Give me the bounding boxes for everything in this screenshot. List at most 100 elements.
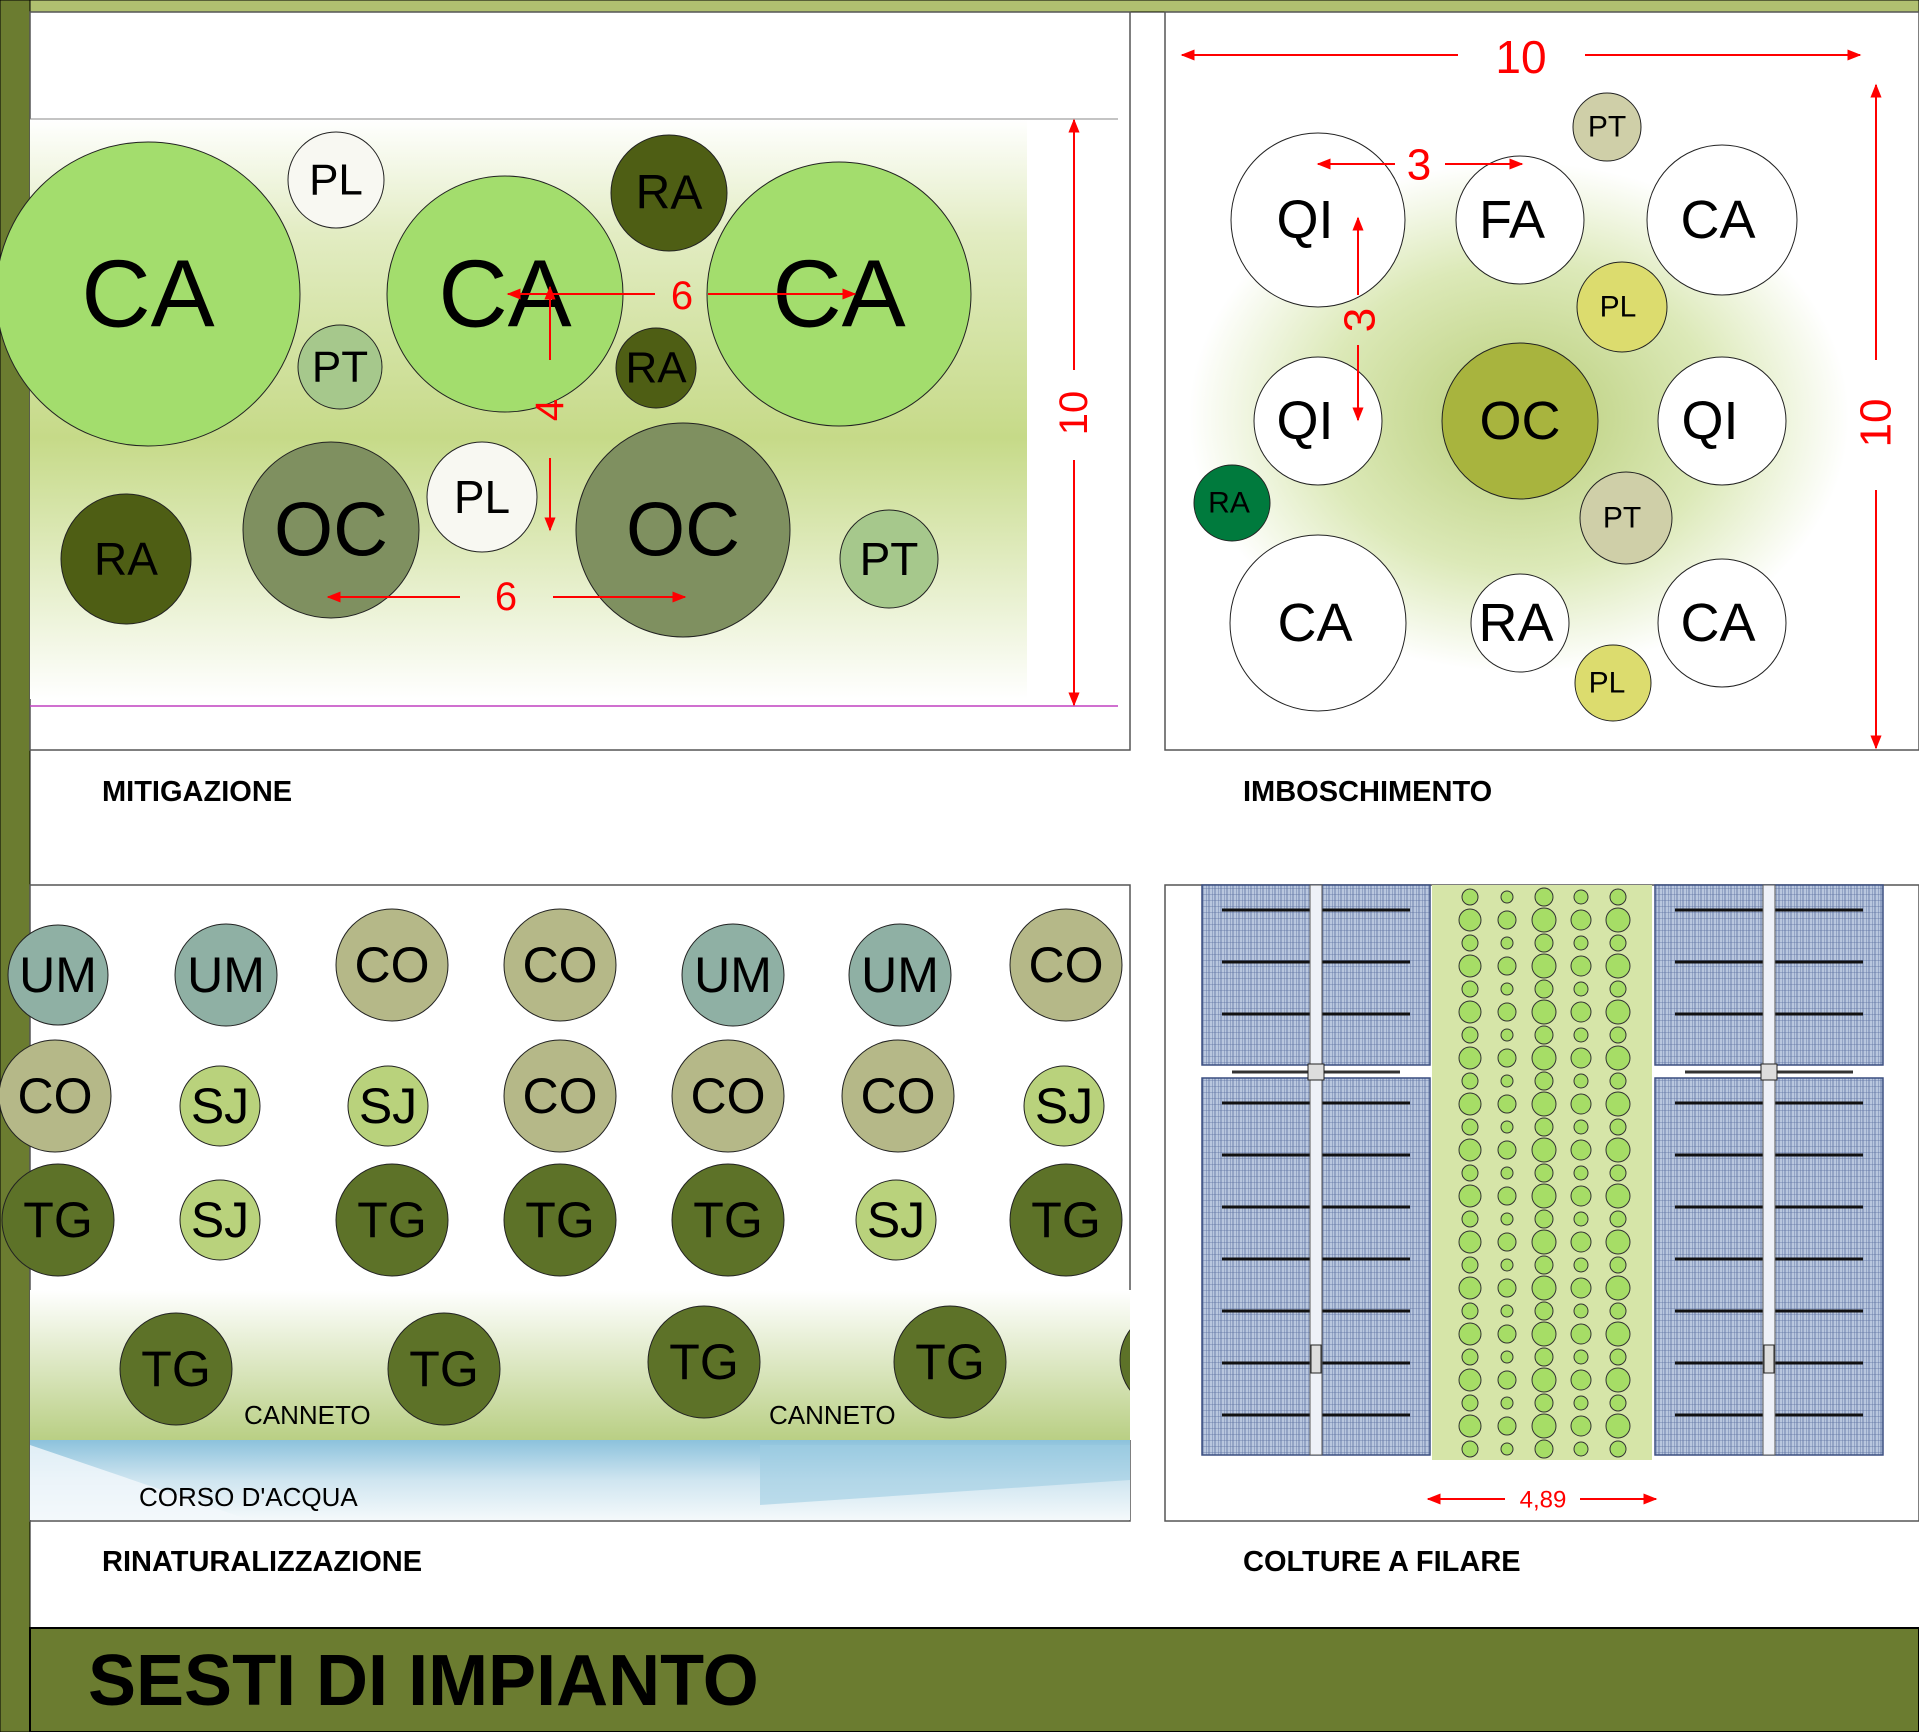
plant-circle: TG (503, 1163, 617, 1277)
tracker-axis (1762, 884, 1776, 1456)
dimension-text: 4,89 (1520, 1487, 1567, 1514)
crop-plant (1609, 1072, 1627, 1090)
dimension-text: 4 (528, 399, 572, 421)
crop-plant (1461, 1440, 1479, 1458)
crop-plant (1605, 1413, 1631, 1439)
crop-plant (1609, 888, 1627, 906)
crop-plant (1570, 1047, 1592, 1069)
plant-code: CO (691, 1068, 766, 1124)
crop-plant (1531, 1413, 1557, 1439)
panel-imboschimento: PT QI FA CA PL QI OC QI RA PT CA RA CA P… (1164, 11, 1919, 751)
crop-plant (1605, 1229, 1631, 1255)
crop-plant (1497, 1370, 1517, 1390)
crop-plant (1605, 1045, 1631, 1071)
crop-plant (1534, 1209, 1554, 1229)
plant-circle: SJ (1023, 1065, 1105, 1147)
plant-code: RA (625, 344, 687, 393)
crop-plant (1500, 1396, 1514, 1410)
crop-plant (1605, 1321, 1631, 1347)
crop-plant (1609, 1348, 1627, 1366)
crop-plant (1500, 1350, 1514, 1364)
plant-code: PL (1589, 667, 1626, 700)
crop-plant (1609, 1440, 1627, 1458)
crop-plant (1605, 1183, 1631, 1209)
crop-plant (1573, 1073, 1589, 1089)
plant-code: TG (23, 1192, 92, 1248)
crop-plant (1570, 1277, 1592, 1299)
plant-code: UM (694, 947, 772, 1003)
crop-plant (1534, 1117, 1554, 1137)
crop-plant (1573, 1349, 1589, 1365)
crop-plant (1609, 1164, 1627, 1182)
plant-circle: CA (1646, 144, 1798, 296)
crop-plant (1531, 1183, 1557, 1209)
crop-plant (1570, 1323, 1592, 1345)
dimension-text: 6 (671, 274, 693, 318)
plant-code: UM (187, 947, 265, 1003)
plant-code: CA (1277, 593, 1352, 653)
plant-code: CA (1680, 190, 1755, 250)
plant-circle: QI (1230, 132, 1406, 308)
crop-plant (1570, 1139, 1592, 1161)
plant-code: QI (1681, 391, 1738, 451)
plant-circle: TG (671, 1163, 785, 1277)
tracker-motor (1760, 1063, 1778, 1081)
plant-circle: UM (848, 923, 952, 1027)
crop-plant (1534, 1025, 1554, 1045)
plant-circle: OC (575, 422, 791, 638)
plant-circle: TG (893, 1305, 1007, 1419)
crop-plant (1609, 1394, 1627, 1412)
crop-plant (1573, 1119, 1589, 1135)
plant-code: CO (355, 937, 430, 993)
crop-plant (1605, 999, 1631, 1025)
plant-code: UM (861, 947, 939, 1003)
crop-plant (1531, 1275, 1557, 1301)
crop-plant (1461, 1394, 1479, 1412)
crop-plant (1458, 1368, 1482, 1392)
crop-plant (1497, 1140, 1517, 1160)
dimension-text: 3 (1407, 141, 1431, 190)
plant-circle: PL (426, 441, 538, 553)
crop-plant (1534, 1163, 1554, 1183)
crop-plant (1458, 1138, 1482, 1162)
plant-circle: PT (297, 324, 383, 410)
plant-circle: UM (7, 924, 109, 1026)
crop-plant (1461, 1118, 1479, 1136)
crop-plant (1605, 1367, 1631, 1393)
plant-symbols-imboschimento: PT QI FA CA PL QI OC QI RA PT CA RA CA P… (1193, 92, 1798, 722)
crop-plant (1461, 1164, 1479, 1182)
plant-circle: PT (1572, 92, 1642, 162)
plant-circle: TG (1, 1163, 115, 1277)
plant-code: CA (81, 241, 214, 348)
plant-circle: RA (1470, 573, 1570, 673)
dimension-text: 10 (1052, 391, 1096, 436)
crop-plant (1500, 890, 1514, 904)
plant-code: CO (523, 1068, 598, 1124)
crop-plant (1570, 1185, 1592, 1207)
crop-plant (1609, 1026, 1627, 1044)
plant-circle: SJ (179, 1179, 261, 1261)
panel-label-colture-a-filare: COLTURE A FILARE (1243, 1546, 1521, 1578)
dimension-lines-mitigazione (326, 118, 1080, 707)
crop-plant (1461, 1348, 1479, 1366)
crop-plant (1500, 1258, 1514, 1272)
panel-label-imboschimento: IMBOSCHIMENTO (1243, 776, 1493, 808)
plant-circle: TG (119, 1312, 233, 1426)
plant-code: SJ (359, 1078, 417, 1134)
crop-plant (1497, 1278, 1517, 1298)
crop-plant (1497, 1232, 1517, 1252)
plant-circle: TG (335, 1163, 449, 1277)
crop-plant (1500, 1212, 1514, 1226)
crop-plant (1573, 889, 1589, 905)
plant-circle: RA (60, 493, 192, 625)
plant-code: PT (1588, 111, 1626, 144)
crop-plant (1605, 1091, 1631, 1117)
crop-plant (1461, 888, 1479, 906)
crop-rows (1458, 887, 1631, 1459)
plant-code: CO (1029, 937, 1104, 993)
dimension-text: 3 (1336, 308, 1385, 332)
plant-circle: CA (1229, 534, 1407, 712)
plant-circle: PT (839, 509, 939, 609)
plant-code: PT (1603, 502, 1641, 535)
plant-code: CO (18, 1068, 93, 1124)
